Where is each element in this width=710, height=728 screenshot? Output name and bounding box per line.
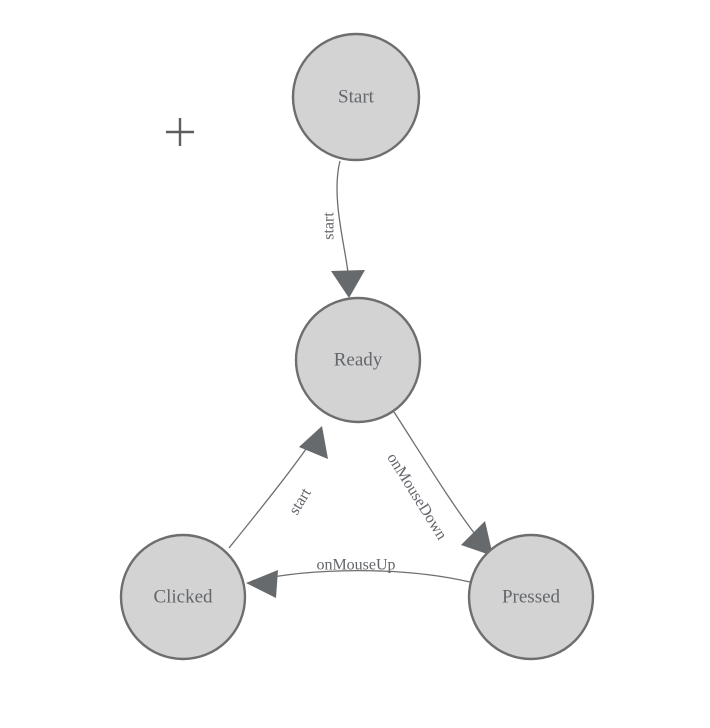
edge-ready-to-pressed[interactable]: onMouseDown xyxy=(383,411,493,556)
edge-label-pressed-to-clicked: onMouseUp xyxy=(316,557,395,574)
edge-pressed-to-clicked[interactable]: onMouseUp xyxy=(246,557,471,598)
node-start-circle[interactable] xyxy=(291,32,421,162)
edge-clicked-to-ready[interactable]: start xyxy=(228,426,328,549)
node-pressed[interactable]: Pressed xyxy=(467,533,595,661)
node-ready-circle[interactable] xyxy=(294,296,422,424)
edge-start-to-ready[interactable]: start xyxy=(321,160,365,298)
node-pressed-circle[interactable] xyxy=(467,533,595,661)
edge-label-ready-to-pressed: onMouseDown xyxy=(383,450,450,543)
edge-path-clicked-to-ready xyxy=(228,438,314,549)
plus-marker[interactable] xyxy=(166,118,194,146)
arrowhead-icon xyxy=(461,521,493,556)
edge-path-ready-to-pressed xyxy=(393,411,483,544)
node-pressed-label: Pressed xyxy=(502,586,561,607)
arrowhead-icon xyxy=(331,270,365,298)
arrowhead-icon xyxy=(246,570,278,598)
node-ready[interactable]: Ready xyxy=(294,296,422,424)
node-clicked-label: Clicked xyxy=(153,586,213,607)
edge-label-clicked-to-ready: start xyxy=(286,485,315,518)
edge-path-start-to-ready xyxy=(336,160,350,284)
node-start[interactable]: Start xyxy=(291,32,421,162)
node-ready-label: Ready xyxy=(334,349,383,370)
node-start-label: Start xyxy=(338,86,375,107)
edge-label-start-to-ready: start xyxy=(321,212,338,240)
node-clicked-circle[interactable] xyxy=(119,533,247,661)
arrowhead-icon xyxy=(299,426,328,459)
node-clicked[interactable]: Clicked xyxy=(119,533,247,661)
